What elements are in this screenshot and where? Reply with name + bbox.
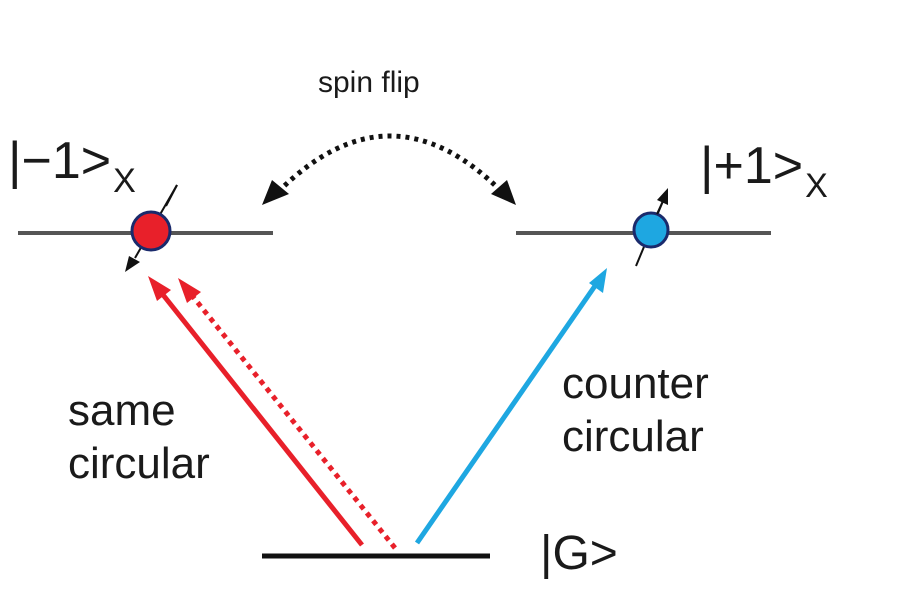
spin-flip-arrow: [262, 133, 516, 205]
electron-spin-down-icon: [125, 184, 178, 272]
state-plus-one-subscript: X: [805, 167, 828, 205]
state-plus-one-ket: |+1>: [700, 137, 804, 195]
same-circular-label: same circular: [68, 386, 210, 488]
state-plus-one-label: |+1>X: [700, 137, 828, 203]
same-circular-solid-arrow: [148, 276, 364, 547]
ground-state-label: |G>: [540, 527, 618, 580]
same-circular-dotted-arrow: [178, 278, 397, 550]
state-minus-one-ket: |−1>: [8, 132, 112, 190]
electron-spin-up-icon: [632, 188, 670, 267]
spin-flip-label: spin flip: [318, 66, 420, 99]
counter-circular-arrow: [414, 268, 607, 545]
state-minus-one-subscript: X: [113, 162, 136, 200]
counter-circular-label: counter circular: [562, 359, 709, 461]
state-minus-one-label: |−1>X: [8, 132, 136, 198]
